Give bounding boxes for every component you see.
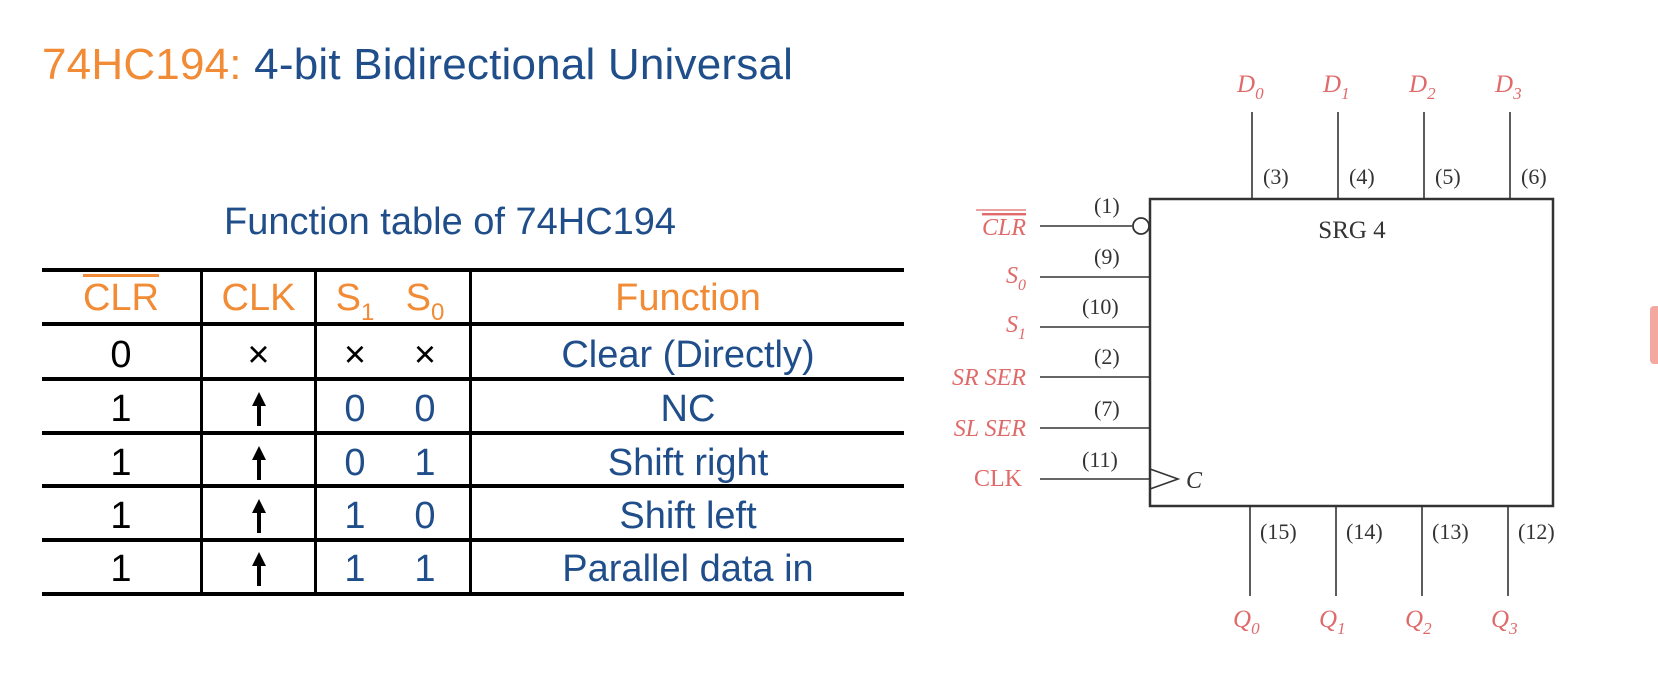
rising-edge-arrow-icon bbox=[252, 499, 266, 533]
table-rule bbox=[42, 377, 904, 381]
pin-number: (5) bbox=[1435, 164, 1461, 189]
signal-label: Q1 bbox=[1319, 606, 1346, 638]
input-d0: D0 (3) bbox=[1236, 71, 1289, 199]
pin-number: (7) bbox=[1094, 396, 1120, 421]
row-function: NC bbox=[660, 388, 716, 430]
title-description: 4-bit Bidirectional Universal bbox=[254, 40, 794, 89]
pin-number: (9) bbox=[1094, 244, 1120, 269]
row-function: Parallel data in bbox=[562, 548, 814, 590]
table-rule-bottom bbox=[42, 592, 904, 596]
row-function: Shift left bbox=[619, 495, 757, 537]
output-q2: (13) Q2 bbox=[1405, 506, 1469, 638]
header-clk: CLK bbox=[221, 277, 296, 319]
header-s0: S0 bbox=[405, 277, 445, 326]
input-s1: S1 (10) bbox=[1006, 294, 1150, 343]
header-clr: CLR bbox=[82, 277, 160, 319]
pin-number: (10) bbox=[1082, 294, 1119, 319]
row-clr: 1 bbox=[110, 442, 132, 484]
signal-label: CLK bbox=[974, 466, 1023, 492]
input-clk: CLK (11) C bbox=[974, 447, 1203, 494]
edge-scroll-tab[interactable] bbox=[1650, 306, 1658, 364]
srg4-block bbox=[1148, 197, 1555, 508]
inversion-bubble-icon bbox=[1132, 217, 1150, 235]
row-s1: × bbox=[343, 334, 367, 376]
row-clr: 0 bbox=[110, 334, 132, 376]
table-caption: Function table of 74HC194 bbox=[224, 201, 677, 243]
row-function: Shift right bbox=[607, 442, 769, 484]
signal-label: Q3 bbox=[1491, 606, 1518, 638]
input-d2: D2 (5) bbox=[1408, 71, 1461, 199]
row-s1: 1 bbox=[344, 548, 366, 590]
pin-number: (6) bbox=[1521, 164, 1547, 189]
input-sl-ser: SL SER (7) bbox=[954, 396, 1150, 442]
input-d1: D1 (4) bbox=[1322, 71, 1375, 199]
row-s1: 0 bbox=[344, 388, 366, 430]
table-rule-top bbox=[42, 268, 904, 272]
table-rule-header bbox=[42, 322, 904, 326]
pin-number: (4) bbox=[1349, 164, 1375, 189]
signal-label: D0 bbox=[1236, 71, 1264, 103]
row-clr: 1 bbox=[110, 495, 132, 537]
row-s1: 0 bbox=[344, 442, 366, 484]
input-sr-ser: SR SER (2) bbox=[952, 344, 1150, 391]
table-col-divider bbox=[314, 268, 317, 596]
row-clr: 1 bbox=[110, 548, 132, 590]
signal-label: Q0 bbox=[1233, 606, 1260, 638]
table-rule bbox=[42, 538, 904, 542]
header-function: Function bbox=[615, 277, 761, 319]
output-q0: (15) Q0 bbox=[1233, 506, 1297, 638]
table-rule bbox=[42, 484, 904, 488]
output-q3: (12) Q3 bbox=[1491, 506, 1555, 638]
pin-number: (11) bbox=[1082, 447, 1118, 472]
pin-number: (13) bbox=[1432, 519, 1469, 544]
pin-number: (2) bbox=[1094, 344, 1120, 369]
row-function: Clear (Directly) bbox=[561, 334, 815, 376]
table-rule bbox=[42, 431, 904, 435]
row-s0: 1 bbox=[414, 442, 436, 484]
signal-label: D3 bbox=[1494, 71, 1522, 103]
signal-label: SR SER bbox=[952, 365, 1026, 391]
pin-number: (3) bbox=[1263, 164, 1289, 189]
row-s0: 0 bbox=[414, 495, 436, 537]
pin-number: (15) bbox=[1260, 519, 1297, 544]
title-part-number: 74HC194: bbox=[42, 40, 242, 89]
clock-label: C bbox=[1186, 468, 1203, 494]
pin-number: (12) bbox=[1518, 519, 1555, 544]
row-s0: × bbox=[413, 334, 437, 376]
output-q1: (14) Q1 bbox=[1319, 506, 1383, 638]
header-s1: S1 bbox=[335, 277, 375, 326]
signal-label: CLR bbox=[982, 215, 1026, 241]
row-s0: 1 bbox=[414, 548, 436, 590]
input-d3: D3 (6) bbox=[1494, 71, 1547, 199]
signal-label: SL SER bbox=[954, 416, 1027, 442]
clock-triangle-icon bbox=[1149, 468, 1181, 490]
pin-number: (14) bbox=[1346, 519, 1383, 544]
table-col-divider bbox=[200, 268, 203, 596]
signal-label: D2 bbox=[1408, 71, 1436, 103]
slide-title: 74HC194: 4-bit Bidirectional Universal bbox=[42, 40, 793, 90]
signal-label: S0 bbox=[1006, 263, 1026, 294]
input-clr: CLR (1) bbox=[976, 193, 1150, 241]
row-clk: × bbox=[247, 334, 270, 376]
input-s0: S0 (9) bbox=[1006, 244, 1150, 294]
signal-label: Q2 bbox=[1405, 606, 1432, 638]
row-s0: 0 bbox=[414, 388, 436, 430]
signal-label: S1 bbox=[1006, 312, 1026, 343]
rising-edge-arrow-icon bbox=[252, 552, 266, 586]
table-col-divider bbox=[469, 268, 472, 596]
pin-number: (1) bbox=[1094, 193, 1120, 218]
signal-label: D1 bbox=[1322, 71, 1350, 103]
rising-edge-arrow-icon bbox=[252, 446, 266, 480]
rising-edge-arrow-icon bbox=[252, 392, 266, 426]
block-label: SRG 4 bbox=[1318, 217, 1386, 244]
row-s1: 1 bbox=[344, 495, 366, 537]
row-clr: 1 bbox=[110, 388, 132, 430]
